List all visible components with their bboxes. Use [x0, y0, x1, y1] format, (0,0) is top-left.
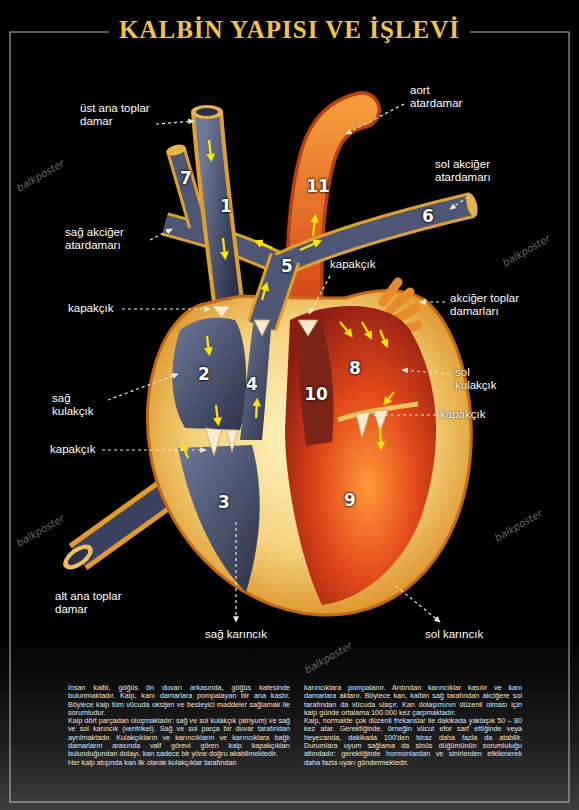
part-label: kapakçık [50, 443, 95, 456]
vessel-cap [196, 108, 218, 116]
callout-number: 10 [304, 384, 328, 404]
watermark: balkposter [15, 513, 66, 549]
ventricle-outflow [240, 318, 272, 440]
part-label: sağ karıncık [205, 628, 267, 641]
callout-number: 9 [344, 490, 356, 510]
vessel [176, 150, 198, 226]
part-label: kapakçık [440, 408, 485, 421]
poster-frame [10, 32, 569, 802]
text-column: İnsan kalbi, göğüs ön duvarı arkasında, … [68, 684, 290, 767]
callout-number: 3 [218, 492, 230, 512]
leader-lines [102, 104, 468, 622]
callout-number: 1 [220, 196, 232, 216]
part-label: kapakçık [330, 258, 375, 271]
body-paragraph: Kalp dört parçadan oluşmaktadır: sağ ve … [68, 717, 290, 758]
callout-number: 2 [198, 364, 210, 384]
body-paragraph: Kalp, normalde çok düzenli frekanslar il… [304, 717, 522, 767]
vessel-wall [176, 150, 198, 226]
callout-number: 11 [306, 176, 330, 196]
part-label: sol kulakçık [455, 366, 511, 392]
part-label: alt ana toplar damar [55, 590, 133, 616]
vessel-cap [165, 142, 187, 157]
heart-valves [205, 306, 388, 456]
callout-number: 6 [422, 206, 434, 226]
vessel-cap [65, 546, 90, 568]
poster-title: KALBİN YAPISI VE İŞLEVİ [109, 16, 470, 44]
ventricle-outflow [298, 322, 334, 446]
watermark: balkposter [501, 233, 552, 269]
left-heart [285, 306, 436, 605]
pulmonary-artery [280, 205, 472, 265]
body-paragraph: Her kalp atışında kan ilk olarak kulakçı… [68, 759, 290, 767]
part-label: kapakçık [68, 302, 113, 315]
vessel-cap [191, 105, 223, 119]
part-label: sağ akciğer atardamarı [65, 226, 147, 252]
vessel-wall [280, 205, 472, 265]
part-label: sağ kulakçık [52, 392, 108, 418]
part-label: sol akciğer atardamarı [435, 158, 523, 184]
part-label: sol karıncık [425, 628, 483, 641]
right-atrium [172, 318, 246, 430]
vessel-cap [464, 192, 480, 218]
heart-wall [147, 290, 471, 615]
callout-number: 8 [349, 358, 361, 378]
vessel-cap [59, 540, 97, 575]
text-column: karıncıklara pompalanır. Ardından karınc… [304, 684, 522, 767]
part-label: akciğer toplar damarları [450, 292, 542, 318]
watermark: balkposter [303, 640, 354, 676]
watermark: balkposter [15, 158, 66, 194]
callout-number: 7 [180, 168, 192, 188]
flow-arrows [183, 140, 394, 458]
part-label: üst ana toplar damar [80, 102, 156, 128]
callout-number: 4 [246, 374, 258, 394]
callout-number: 5 [281, 256, 293, 276]
watermark: balkposter [493, 508, 544, 544]
body-paragraph: karıncıklara pompalanır. Ardından karınc… [304, 684, 522, 717]
right-ventricle [178, 445, 260, 592]
part-label: aort atardamar [410, 84, 474, 110]
body-paragraph: İnsan kalbi, göğüs ön duvarı arkasında, … [68, 684, 290, 717]
